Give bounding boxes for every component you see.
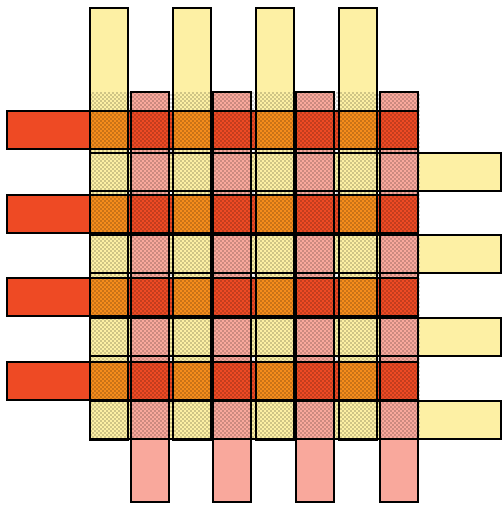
vertical-pink-strip-outline-3 [295, 91, 335, 503]
vertical-yellow-strip-outline-4 [338, 7, 378, 441]
vertical-yellow-strip-outline-3 [255, 7, 295, 441]
vertical-pink-strip-outline-2 [212, 91, 252, 503]
vertical-pink-strip-outline-4 [379, 91, 419, 503]
vertical-yellow-strip-outline-1 [89, 7, 129, 441]
vertical-yellow-strip-outline-2 [172, 7, 212, 441]
vertical-pink-strip-outline-1 [130, 91, 170, 503]
